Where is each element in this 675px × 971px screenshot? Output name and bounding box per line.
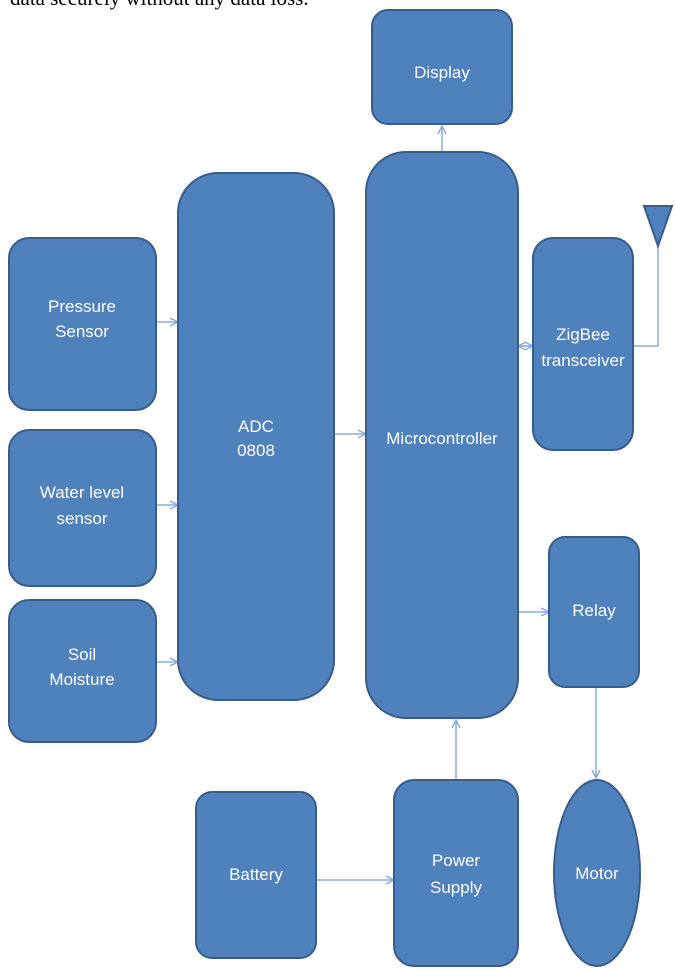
soil-moisture-label-line1: Soil [68,645,96,664]
zigbee-label-line1: ZigBee [556,325,610,344]
display-label: Display [414,63,470,82]
display-block: Display [371,9,513,125]
power-supply-label-line1: Power [432,851,481,870]
connector-zigbee-antenna [633,246,659,347]
motor-block: Motor [553,779,641,967]
soil-moisture-label-line2: Moisture [49,670,114,689]
adc-block: ADC 0808 [177,172,335,701]
battery-block: Battery [195,791,317,959]
power-supply-block: Power Supply [393,779,519,967]
connectors [156,126,659,880]
water-level-sensor-label-line1: Water level [40,483,124,502]
pressure-sensor-block: Pressure Sensor [8,237,157,411]
battery-label: Battery [229,865,283,884]
adc-label-line2: 0808 [237,441,275,460]
water-level-sensor-label-line2: sensor [56,509,107,528]
relay-label: Relay [572,601,616,620]
zigbee-label-line2: transceiver [541,351,624,370]
motor-label: Motor [575,864,619,883]
zigbee-transceiver-block: ZigBee transceiver [532,237,634,451]
power-supply-label-line2: Supply [430,878,482,897]
pressure-sensor-label-line1: Pressure [48,297,116,316]
header-text: data securely without any data loss. [10,0,670,11]
adc-label-line1: ADC [238,417,274,436]
microcontroller-block: Microcontroller [365,151,519,719]
microcontroller-label: Microcontroller [386,429,498,448]
soil-moisture-block: Soil Moisture [8,599,157,743]
pressure-sensor-label-line2: Sensor [55,322,109,341]
relay-block: Relay [548,536,640,688]
water-level-sensor-block: Water level sensor [8,429,157,587]
antenna-icon [642,205,674,250]
